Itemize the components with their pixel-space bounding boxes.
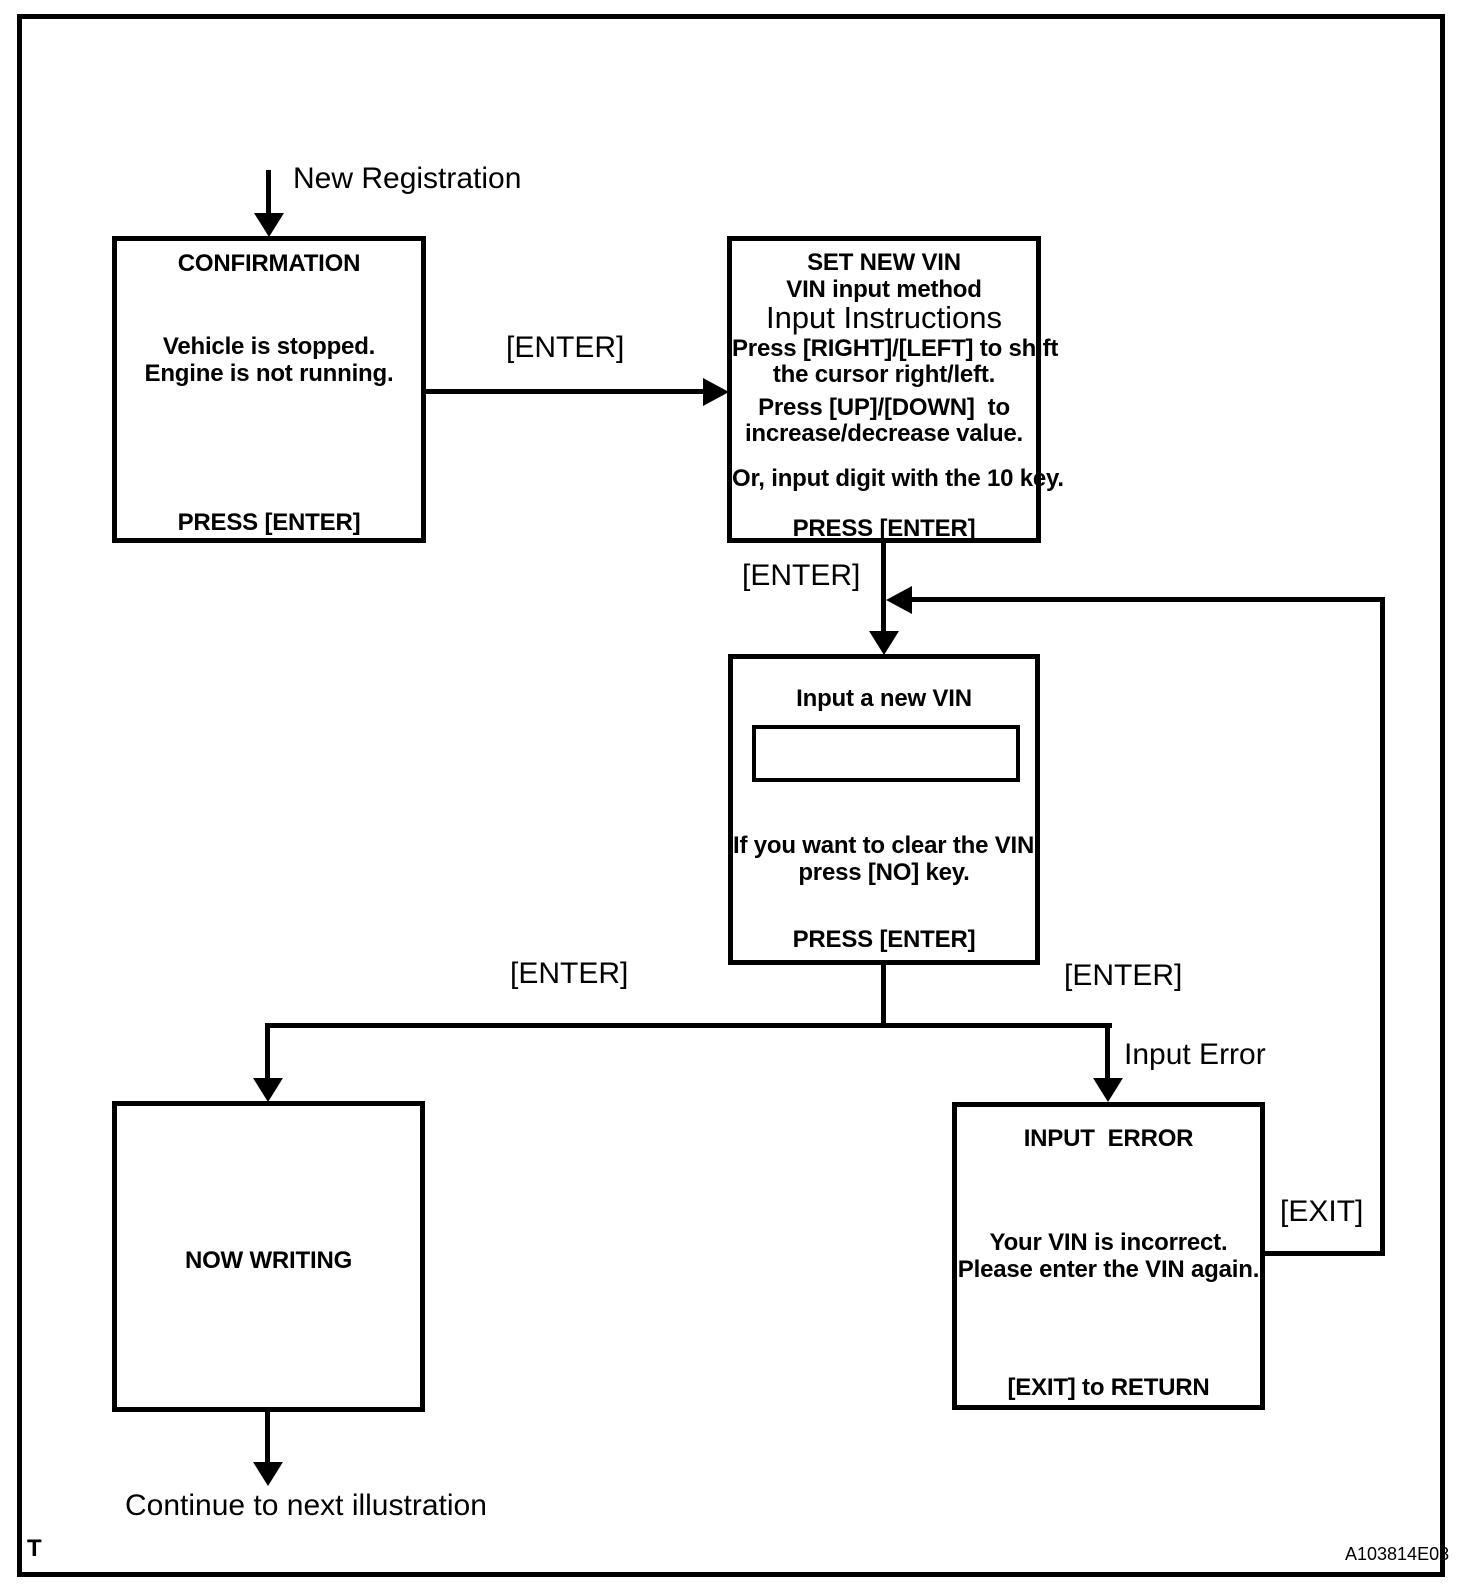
arrowhead-down-icon xyxy=(253,1462,283,1486)
vin-input-field xyxy=(752,725,1020,782)
setvin-title-line1: SET NEW VIN xyxy=(807,249,961,276)
setvin-instr1-line1: Press [RIGHT]/[LEFT] to shift xyxy=(732,335,1059,362)
inputvin-footer: PRESS [ENTER] xyxy=(792,926,976,953)
enter-label-confirm-to-set: [ENTER] xyxy=(506,331,625,364)
edge-exit-return-bottom-line xyxy=(1265,1251,1385,1256)
edge-continue-line xyxy=(265,1412,270,1462)
setvin-instr2-line2: increase/decrease value. xyxy=(744,420,1024,447)
confirmation-footer: PRESS [ENTER] xyxy=(177,509,361,536)
setvin-instr1-line2: the cursor right/left. xyxy=(772,361,996,388)
edge-branch-stem-line xyxy=(881,965,886,1026)
inputvin-title: Input a new VIN xyxy=(796,685,972,712)
setvin-footer: PRESS [ENTER] xyxy=(792,515,976,542)
node-confirmation: CONFIRMATION Vehicle is stopped. Engine … xyxy=(112,236,426,543)
arrowhead-down-icon xyxy=(253,1078,283,1102)
figure-id: A103814E03 xyxy=(1345,1544,1450,1564)
confirmation-body-line2: Engine is not running. xyxy=(144,360,394,387)
setvin-instr3: Or, input digit with the 10 key. xyxy=(732,465,1064,492)
now-writing-title: NOW WRITING xyxy=(184,1247,353,1274)
input-error-body-line1: Your VIN is incorrect. xyxy=(989,1229,1228,1256)
edge-branch-horizontal-line xyxy=(265,1023,1112,1028)
edge-set-to-input-line xyxy=(881,543,886,632)
arrowhead-down-icon xyxy=(869,631,899,655)
corner-letter: T xyxy=(27,1535,42,1562)
arrowhead-right-icon xyxy=(703,378,729,406)
setvin-subtitle: Input Instructions xyxy=(765,300,1003,335)
edge-entry-line xyxy=(266,170,271,218)
inputvin-body-line2: press [NO] key. xyxy=(798,859,970,886)
setvin-title-line2: VIN input method xyxy=(786,276,982,303)
enter-label-to-error: [ENTER] xyxy=(1064,959,1183,992)
continue-label: Continue to next illustration xyxy=(125,1489,487,1522)
input-error-footer: [EXIT] to RETURN xyxy=(1007,1374,1210,1401)
arrowhead-left-icon xyxy=(886,586,912,614)
enter-label-to-writing: [ENTER] xyxy=(510,957,629,990)
edge-exit-return-right-line xyxy=(1380,597,1385,1256)
inputvin-body-line1: If you want to clear the VIN, xyxy=(733,832,1041,859)
edge-confirm-to-set-line xyxy=(426,389,704,394)
edge-exit-return-top-line xyxy=(912,597,1384,602)
arrowhead-down-icon xyxy=(1093,1078,1123,1102)
arrowhead-down-icon xyxy=(254,213,284,237)
node-set-new-vin: SET NEW VIN VIN input method Input Instr… xyxy=(727,236,1064,543)
edge-branch-left-drop-line xyxy=(265,1026,270,1079)
edge-branch-right-drop-line xyxy=(1105,1026,1110,1079)
node-now-writing: NOW WRITING xyxy=(112,1101,425,1412)
entry-label: New Registration xyxy=(293,162,522,195)
node-input-error: INPUT ERROR Your VIN is incorrect. Pleas… xyxy=(952,1102,1265,1410)
confirmation-body-line1: Vehicle is stopped. xyxy=(162,333,376,360)
exit-label: [EXIT] xyxy=(1280,1195,1364,1228)
confirmation-title: CONFIRMATION xyxy=(177,250,361,277)
enter-label-set-to-input: [ENTER] xyxy=(742,559,861,592)
setvin-instr2-line1: Press [UP]/[DOWN] to xyxy=(758,394,1010,421)
input-error-branch-label: Input Error xyxy=(1124,1038,1266,1071)
node-input-new-vin: Input a new VIN If you want to clear the… xyxy=(728,654,1041,965)
input-error-body-line2: Please enter the VIN again. xyxy=(957,1256,1260,1283)
diagram-border-frame xyxy=(17,14,1445,1577)
input-error-title: INPUT ERROR xyxy=(1023,1125,1194,1152)
